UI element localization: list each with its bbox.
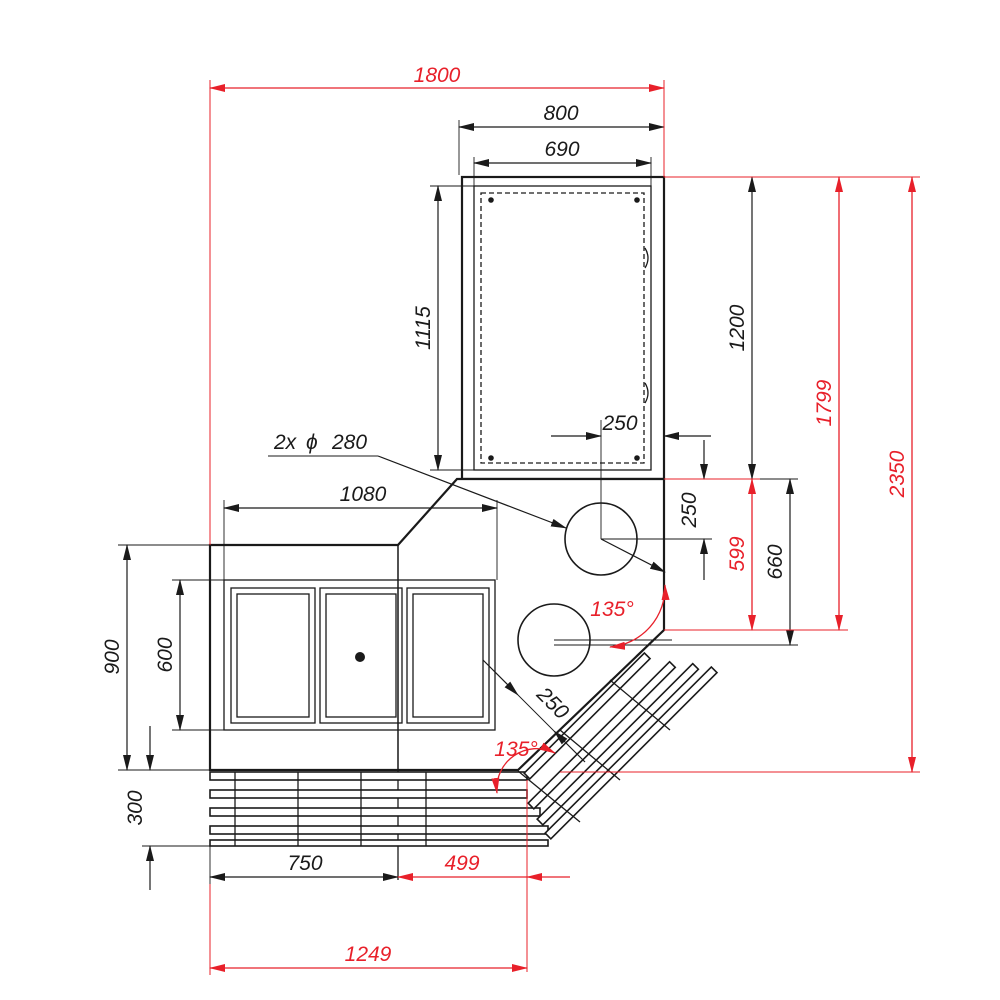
dim-250-vertical: 250	[678, 492, 701, 528]
dim-1200: 1200	[726, 304, 749, 351]
bottom-unit-panels	[223, 579, 496, 731]
top-unit-body	[460, 175, 666, 481]
dim-499: 499	[444, 852, 479, 875]
cabinet-outline	[208, 175, 666, 880]
dim-599: 599	[726, 536, 749, 571]
dim-1080: 1080	[340, 483, 387, 506]
holes-callout: 2x ϕ 280	[273, 431, 367, 454]
dim-300: 300	[124, 790, 147, 825]
top-unit-door	[473, 185, 652, 471]
bottom-unit-body	[208, 477, 666, 772]
dim-1800: 1800	[414, 64, 461, 87]
dim-690: 690	[544, 138, 579, 161]
black-dimensions	[118, 120, 798, 890]
angle-lower: 135°	[494, 738, 537, 761]
dim-1799: 1799	[813, 379, 836, 426]
dim-800: 800	[543, 102, 578, 125]
drain-dot	[355, 652, 365, 662]
dim-900: 900	[101, 639, 124, 674]
dim-750: 750	[287, 852, 322, 875]
dim-2350: 2350	[886, 450, 909, 498]
red-dimensions	[209, 80, 920, 975]
dim-1249: 1249	[345, 943, 392, 966]
dim-250-horizontal: 250	[601, 412, 637, 435]
angle-upper: 135°	[590, 598, 633, 621]
diameter-symbol: ϕ	[306, 431, 318, 454]
holes-diameter: 280	[331, 431, 367, 454]
dim-660: 660	[764, 544, 787, 579]
dim-600: 600	[154, 637, 177, 672]
dim-1115: 1115	[412, 306, 435, 350]
holes-count: 2x	[273, 431, 298, 454]
